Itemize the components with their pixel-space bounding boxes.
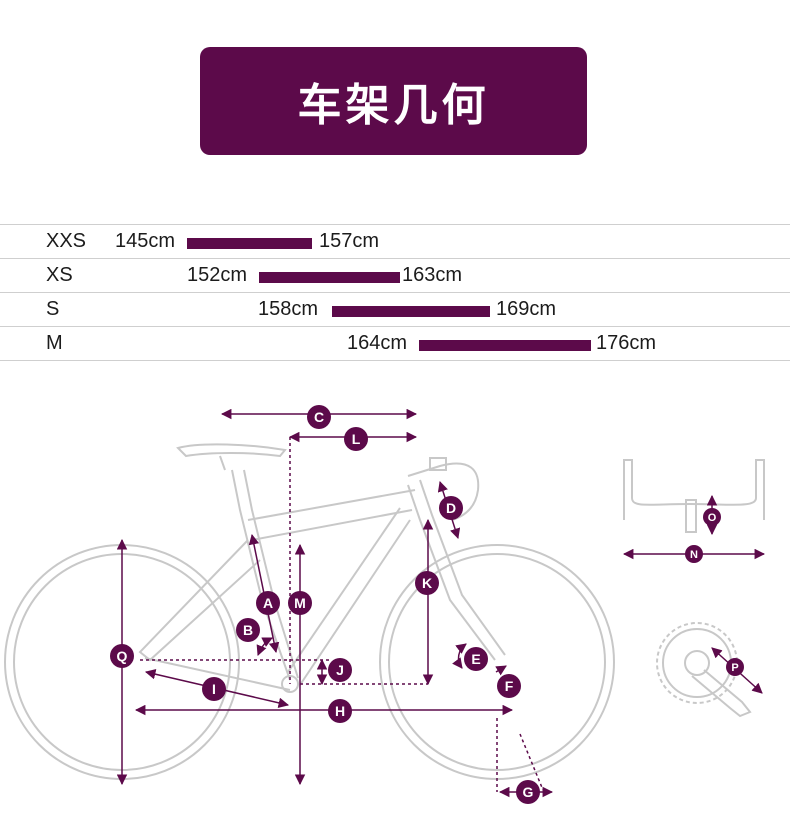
size-min-height: 145cm	[115, 230, 176, 252]
svg-text:Q: Q	[117, 648, 128, 664]
crankset-detail	[656, 622, 763, 718]
svg-text:O: O	[708, 512, 717, 524]
svg-text:G: G	[523, 784, 534, 800]
marker-i: I	[202, 677, 226, 701]
svg-text:C: C	[314, 409, 324, 425]
saddle	[176, 443, 287, 458]
marker-p: P	[726, 658, 744, 676]
svg-text:B: B	[243, 622, 253, 638]
size-row-s: S 158cm 169cm	[0, 292, 790, 326]
title-banner: 车架几何	[200, 47, 587, 155]
bicycle-outline	[4, 443, 615, 780]
size-min-height: 164cm	[347, 332, 408, 354]
size-max-height: 157cm	[319, 230, 380, 252]
marker-a: A	[256, 591, 280, 615]
size-range-bar	[187, 238, 312, 249]
svg-text:E: E	[471, 651, 480, 667]
size-min-height: 152cm	[187, 264, 248, 286]
size-label: M	[46, 332, 63, 354]
size-max-height: 169cm	[496, 298, 557, 320]
seat-stay	[138, 539, 261, 662]
svg-text:H: H	[335, 703, 345, 719]
marker-o: O	[703, 508, 721, 526]
svg-text:D: D	[446, 500, 456, 516]
marker-d: D	[439, 496, 463, 520]
marker-q: Q	[110, 644, 134, 668]
svg-text:K: K	[422, 575, 432, 591]
svg-text:M: M	[294, 595, 306, 611]
handlebar	[407, 462, 480, 521]
measurement-markers: C L D K A M B Q J E F I H G O N P	[110, 405, 744, 804]
svg-text:P: P	[731, 662, 738, 674]
size-label: XXS	[46, 230, 87, 252]
marker-f: F	[497, 674, 521, 698]
frame-geometry-diagram: C L D K A M B Q J E F I H G O N P	[4, 405, 766, 804]
marker-k: K	[415, 571, 439, 595]
size-min-height: 158cm	[258, 298, 319, 320]
front-rim	[388, 553, 606, 771]
svg-text:A: A	[263, 595, 273, 611]
size-row-xxs: XXS 145cm 157cm	[0, 224, 790, 258]
size-row-m: M 164cm 176cm	[0, 326, 790, 361]
handlebar-detail	[622, 459, 766, 560]
size-range-bar	[419, 340, 591, 351]
svg-text:F: F	[505, 678, 514, 694]
marker-m: M	[288, 591, 312, 615]
marker-g: G	[516, 780, 540, 804]
top-tube	[247, 489, 416, 521]
marker-l: L	[344, 427, 368, 451]
svg-text:I: I	[212, 681, 216, 697]
size-label: S	[46, 298, 60, 320]
size-max-height: 176cm	[596, 332, 657, 354]
marker-e: E	[464, 647, 488, 671]
size-row-xs: XS 152cm 163cm	[0, 258, 790, 292]
marker-n: N	[685, 545, 703, 563]
svg-text:J: J	[336, 662, 344, 678]
marker-b: B	[236, 618, 260, 642]
marker-h: H	[328, 699, 352, 723]
marker-c: C	[307, 405, 331, 429]
svg-text:L: L	[352, 431, 361, 447]
size-label: XS	[46, 264, 73, 286]
size-table: XXS 145cm 157cm XS 152cm 163cm S 158cm 1…	[0, 224, 790, 361]
fork	[407, 484, 496, 661]
size-range-bar	[332, 306, 490, 317]
page-title: 车架几何	[297, 80, 490, 131]
svg-text:N: N	[690, 549, 698, 561]
size-max-height: 163cm	[402, 264, 463, 286]
marker-j: J	[328, 658, 352, 682]
size-range-bar	[259, 272, 400, 283]
down-tube	[299, 519, 411, 686]
